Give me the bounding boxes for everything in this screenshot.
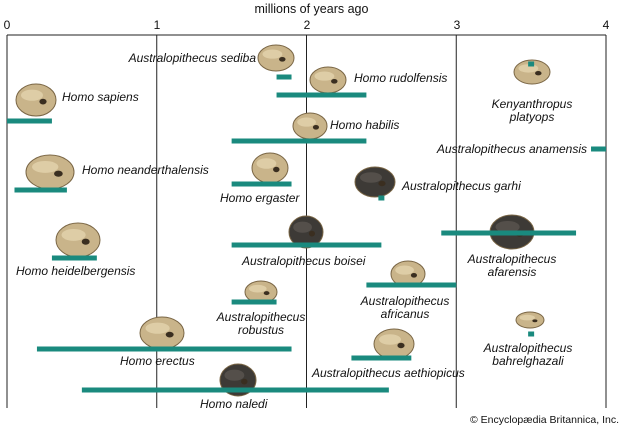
skull-sediba-eye-socket	[279, 56, 286, 62]
range-bar-rudolfensis	[276, 92, 367, 98]
skull-rudolfensis-eye-socket	[331, 78, 338, 84]
skull-boisei-highlight	[293, 221, 312, 233]
label-platyops-line2: platyops	[509, 110, 555, 124]
skull-bahrelghazali-highlight	[519, 314, 535, 321]
skull-naledi-highlight	[224, 369, 245, 381]
range-bar-platyops	[528, 61, 535, 67]
range-bar-robustus	[231, 299, 277, 305]
skull-robustus-highlight	[248, 284, 267, 293]
skull-sapiens-highlight	[21, 89, 43, 101]
skull-erectus-highlight	[145, 322, 170, 334]
skull-heidelbergensis-eye-socket	[81, 238, 90, 245]
tick-label-3: 3	[453, 18, 461, 32]
range-bar-aethiopicus	[351, 355, 412, 361]
range-bar-sapiens	[7, 118, 52, 124]
label-africanus: Australopithecus africanus	[361, 295, 450, 321]
label-sediba: Australopithecus sediba	[128, 51, 256, 65]
copyright-credit: © Encyclopædia Britannica, Inc.	[470, 414, 619, 426]
range-bar-erectus	[36, 346, 292, 352]
range-bar-boisei	[231, 242, 382, 248]
skull-garhi-highlight	[360, 172, 382, 183]
tick-label-4: 4	[602, 18, 610, 32]
label-heidelbergensis: Homo heidelbergensis	[16, 264, 136, 278]
label-afarensis-line2: afarensis	[487, 265, 537, 279]
skull-naledi-eye-socket	[241, 378, 248, 385]
skull-bahrelghazali-eye-socket	[532, 319, 538, 323]
range-bar-habilis	[231, 138, 367, 144]
skull-africanus-highlight	[395, 265, 414, 275]
range-bar-afarensis	[441, 230, 577, 236]
label-naledi: Homo naledi	[200, 397, 268, 411]
range-bar-ergaster	[231, 181, 292, 187]
range-bar-neanderthalensis	[14, 187, 67, 193]
label-boisei: Australopithecus boisei	[242, 254, 366, 268]
label-bahrelghazali-line1: Australopithecus	[483, 341, 573, 355]
skull-habilis-eye-socket	[312, 124, 320, 130]
label-africanus-line2: africanus	[380, 307, 430, 321]
skull-boisei-eye-socket	[308, 230, 316, 237]
label-robustus-line2: robustus	[237, 323, 285, 337]
label-erectus: Homo erectus	[120, 354, 195, 368]
skull-neanderthalensis-highlight	[32, 160, 59, 173]
range-bar-anamensis	[591, 146, 606, 152]
label-platyops-line1: Kenyanthropus	[491, 97, 573, 111]
range-bar-garhi	[378, 195, 385, 201]
range-bar-bahrelghazali	[528, 331, 535, 337]
skull-ergaster-highlight	[256, 158, 277, 169]
range-bar-naledi	[81, 387, 389, 393]
tick-label-1: 1	[153, 18, 161, 32]
label-sapiens: Homo sapiens	[62, 90, 139, 104]
label-neanderthalensis: Homo neanderthalensis	[82, 163, 209, 177]
label-afarensis: Australopithecus afarensis	[468, 253, 557, 279]
skull-garhi-eye-socket	[378, 180, 386, 187]
label-bahrelghazali: Australopithecus bahrelghazali	[484, 342, 573, 368]
range-bar-sediba	[276, 74, 292, 80]
skull-rudolfensis-highlight	[314, 71, 335, 81]
skull-aethiopicus-eye-socket	[397, 342, 405, 349]
label-anamensis: Australopithecus anamensis	[436, 142, 587, 156]
range-bar-heidelbergensis	[51, 255, 97, 261]
skull-africanus-eye-socket	[410, 272, 418, 278]
skull-sapiens-eye-socket	[39, 98, 47, 105]
tick-label-2: 2	[303, 18, 311, 32]
label-aethiopicus: Australopithecus aethiopicus	[312, 366, 465, 380]
label-habilis: Homo habilis	[330, 118, 400, 132]
label-bahrelghazali-line2: bahrelghazali	[492, 354, 564, 368]
skull-aethiopicus-highlight	[379, 334, 401, 345]
range-bar-africanus	[366, 282, 457, 288]
x-axis-title: millions of years ago	[254, 2, 369, 16]
skull-heidelbergensis-highlight	[61, 228, 86, 241]
label-robustus: Australopithecus robustus	[217, 311, 306, 337]
skull-ergaster-eye-socket	[273, 166, 280, 173]
label-afarensis-line1: Australopithecus	[467, 252, 557, 266]
tick-label-0: 0	[3, 18, 11, 32]
label-africanus-line1: Australopithecus	[360, 294, 450, 308]
skull-platyops-eye-socket	[535, 71, 542, 76]
label-rudolfensis: Homo rudolfensis	[354, 71, 448, 85]
skull-erectus-eye-socket	[165, 331, 174, 338]
skull-habilis-highlight	[297, 117, 316, 127]
label-ergaster: Homo ergaster	[220, 191, 300, 205]
skull-afarensis-highlight	[495, 220, 520, 233]
skull-sediba-highlight	[262, 49, 283, 59]
label-platyops: Kenyanthropus platyops	[492, 98, 573, 124]
label-robustus-line1: Australopithecus	[216, 310, 306, 324]
skull-neanderthalensis-eye-socket	[54, 170, 63, 177]
label-garhi: Australopithecus garhi	[402, 179, 521, 193]
skull-robustus-eye-socket	[263, 291, 270, 296]
